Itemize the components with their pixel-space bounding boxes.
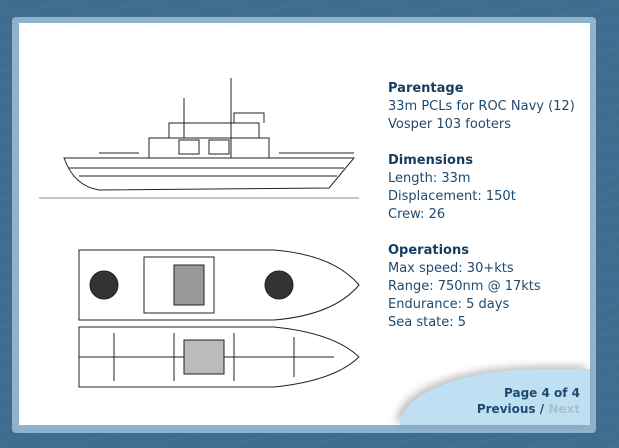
previous-link[interactable]: Previous bbox=[476, 402, 536, 416]
spec-line: Length: 33m bbox=[388, 171, 471, 186]
separator: / bbox=[539, 402, 545, 416]
section-heading: Operations bbox=[388, 243, 469, 258]
dimensions-section: Dimensions Length: 33m Displacement: 150… bbox=[388, 152, 575, 224]
ship-deck-plan-drawing bbox=[78, 249, 360, 388]
pagination: Page 4 of 4 Previous / Next bbox=[477, 385, 580, 417]
spec-line: Max speed: 30+kts bbox=[388, 261, 514, 276]
next-link-disabled: Next bbox=[548, 402, 580, 416]
parentage-section: Parentage 33m PCLs for ROC Navy (12) Vos… bbox=[388, 80, 575, 134]
specifications: Parentage 33m PCLs for ROC Navy (12) Vos… bbox=[388, 80, 575, 350]
section-heading: Dimensions bbox=[388, 153, 473, 168]
section-heading: Parentage bbox=[388, 81, 464, 96]
spec-line: Crew: 26 bbox=[388, 207, 446, 222]
content-panel: Parentage 33m PCLs for ROC Navy (12) Vos… bbox=[19, 23, 590, 425]
spec-line: Sea state: 5 bbox=[388, 315, 467, 330]
spec-line: 33m PCLs for ROC Navy (12) bbox=[388, 99, 575, 114]
spec-line: Range: 750nm @ 17kts bbox=[388, 279, 541, 294]
spec-line: Displacement: 150t bbox=[388, 189, 516, 204]
page-indicator: Page 4 of 4 bbox=[504, 386, 580, 400]
spec-line: Endurance: 5 days bbox=[388, 297, 510, 312]
spec-line: Vosper 103 footers bbox=[388, 117, 511, 132]
ship-side-elevation-drawing bbox=[39, 78, 359, 199]
operations-section: Operations Max speed: 30+kts Range: 750n… bbox=[388, 242, 575, 332]
